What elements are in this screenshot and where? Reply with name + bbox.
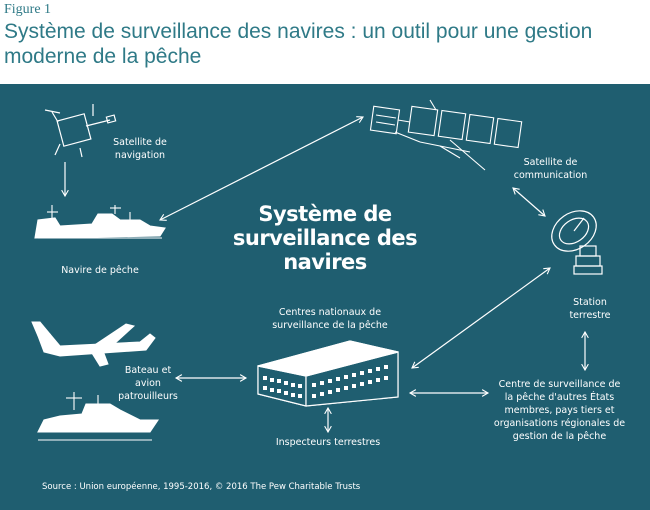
source-note: Source : Union européenne, 1995-2016, © … — [42, 482, 361, 492]
label-national-centres: Centres nationaux de surveillance de la … — [272, 307, 388, 331]
label-communication-satellite: Satellite de communication — [513, 157, 588, 181]
figure-title: Système de surveillance des navires : un… — [4, 20, 593, 68]
vessel-satellite-arrow — [159, 116, 364, 221]
communication-satellite-icon — [369, 99, 523, 171]
patrol-boat-icon — [37, 392, 160, 441]
label-navigation-satellite: Satellite de navigation — [113, 137, 167, 161]
label-inspectors: Inspecteurs terrestres — [275, 437, 381, 448]
diagram-graphics — [31, 99, 603, 441]
figure-label: Figure 1 — [4, 2, 52, 17]
surveillance-centre-building-icon — [257, 340, 399, 407]
label-patrol: Bateau et avion patrouilleurs — [118, 365, 178, 402]
patrol-plane-icon — [31, 321, 156, 367]
navigation-satellite-icon — [44, 104, 117, 158]
central-title: Système de surveillance des navires — [232, 202, 418, 274]
label-fishing-vessel: Navire de pêche — [61, 265, 139, 276]
label-other-centres: Centre de surveillance de la pêche d'aut… — [493, 379, 626, 442]
label-ground-station: Station terrestre — [569, 297, 611, 321]
ground-station-icon — [551, 210, 603, 275]
diagram-panel: Système de surveillance des navires Sate… — [0, 84, 650, 510]
header: Figure 1 Système de surveillance des nav… — [0, 0, 650, 84]
station-centre-arrow — [411, 267, 551, 369]
satellite-station-arrow — [512, 187, 546, 217]
fishing-vessel-icon — [34, 205, 166, 239]
